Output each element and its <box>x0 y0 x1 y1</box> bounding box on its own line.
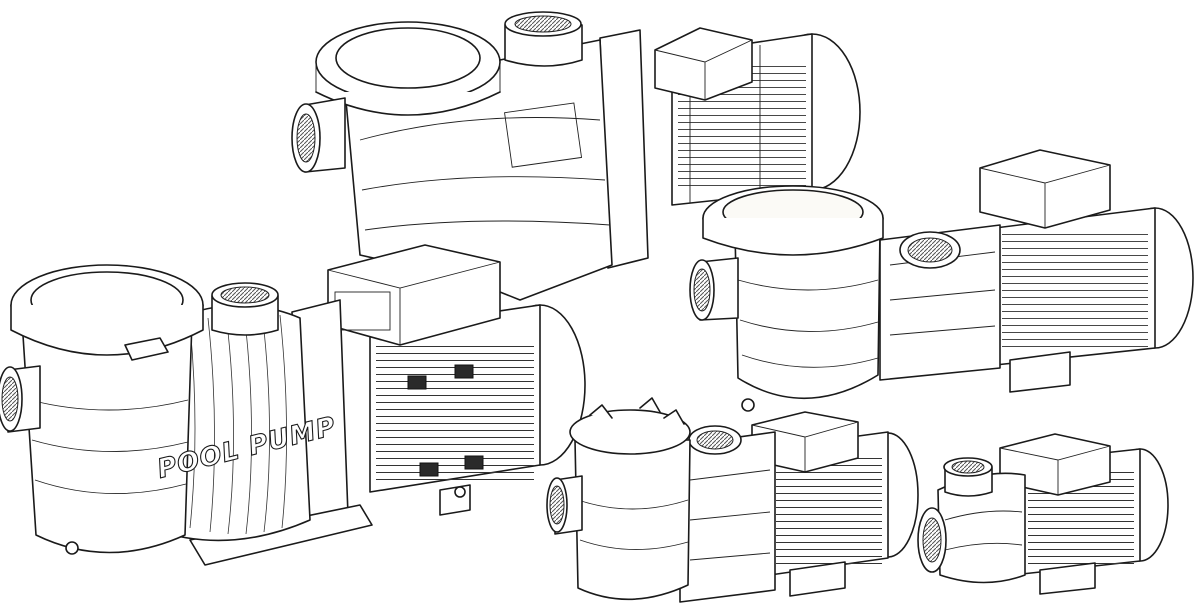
pump-front-labeled: POOL PUMP <box>0 244 586 566</box>
pump-right-middle <box>689 149 1194 412</box>
pump-large-top <box>291 11 861 301</box>
pump-small-center <box>546 397 919 603</box>
pump-small-right <box>917 433 1169 595</box>
